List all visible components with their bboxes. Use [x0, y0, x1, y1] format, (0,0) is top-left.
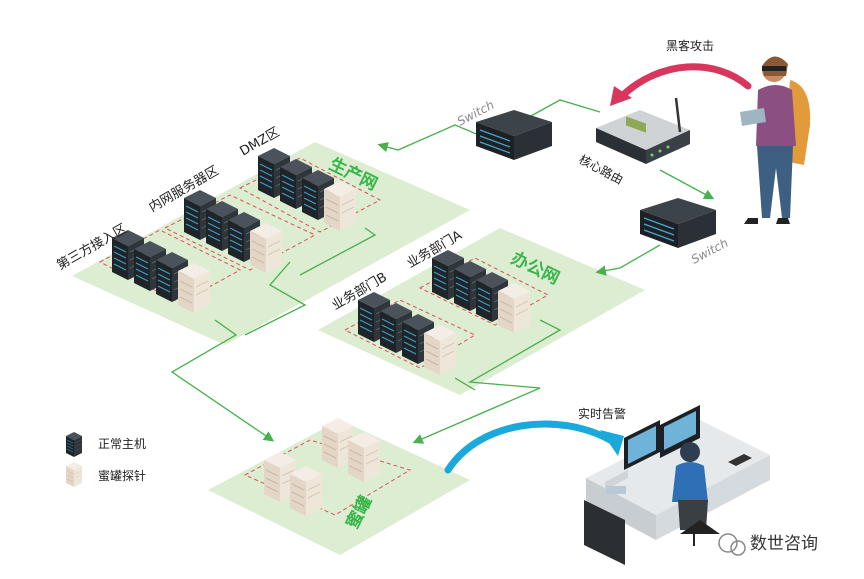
legend-normal-host-icon: [65, 431, 83, 458]
honeypot-area-border: [243, 439, 412, 516]
alert-arrowhead: [600, 430, 624, 456]
legend-honeypot-probe-label: 蜜罐探针: [98, 468, 146, 483]
watermark-text: 数世咨询: [750, 534, 818, 554]
legend-honeypot-probe-icon: [65, 461, 83, 488]
alert-label: 实时告警: [578, 406, 626, 421]
link-switch-right-to-office: [595, 244, 661, 276]
operator-desk: [584, 405, 770, 565]
attack-arrowhead: [610, 86, 632, 106]
link-router-to-switch-right: [659, 169, 715, 200]
attack-label: 黑客攻击: [666, 38, 714, 53]
watermark: 数世咨询: [718, 533, 818, 556]
link-office-to-honeypot: [412, 319, 562, 444]
hacker-figure: [740, 56, 811, 224]
honeypot-zone-platform: [208, 420, 470, 555]
attack-arrow: [618, 63, 752, 100]
switch-top: [475, 109, 553, 161]
core-router-label: 核心路由: [577, 151, 626, 187]
link-production-internal: [244, 261, 307, 336]
link-switch-top-to-production: [377, 124, 487, 153]
core-router: [596, 97, 690, 164]
link-router-to-switch-top: [517, 99, 601, 124]
dept-a-area-border: [418, 257, 550, 326]
alert-arrow: [444, 420, 614, 474]
link-office-internal: [454, 377, 476, 391]
link-production-to-honeypot: [170, 319, 275, 442]
legend: 正常主机 蜜罐探针: [65, 431, 146, 488]
switch-right: [639, 197, 717, 249]
link-dmz-internal: [299, 227, 377, 276]
legend-normal-host-label: 正常主机: [98, 437, 146, 451]
wechat-icon: [718, 533, 738, 553]
